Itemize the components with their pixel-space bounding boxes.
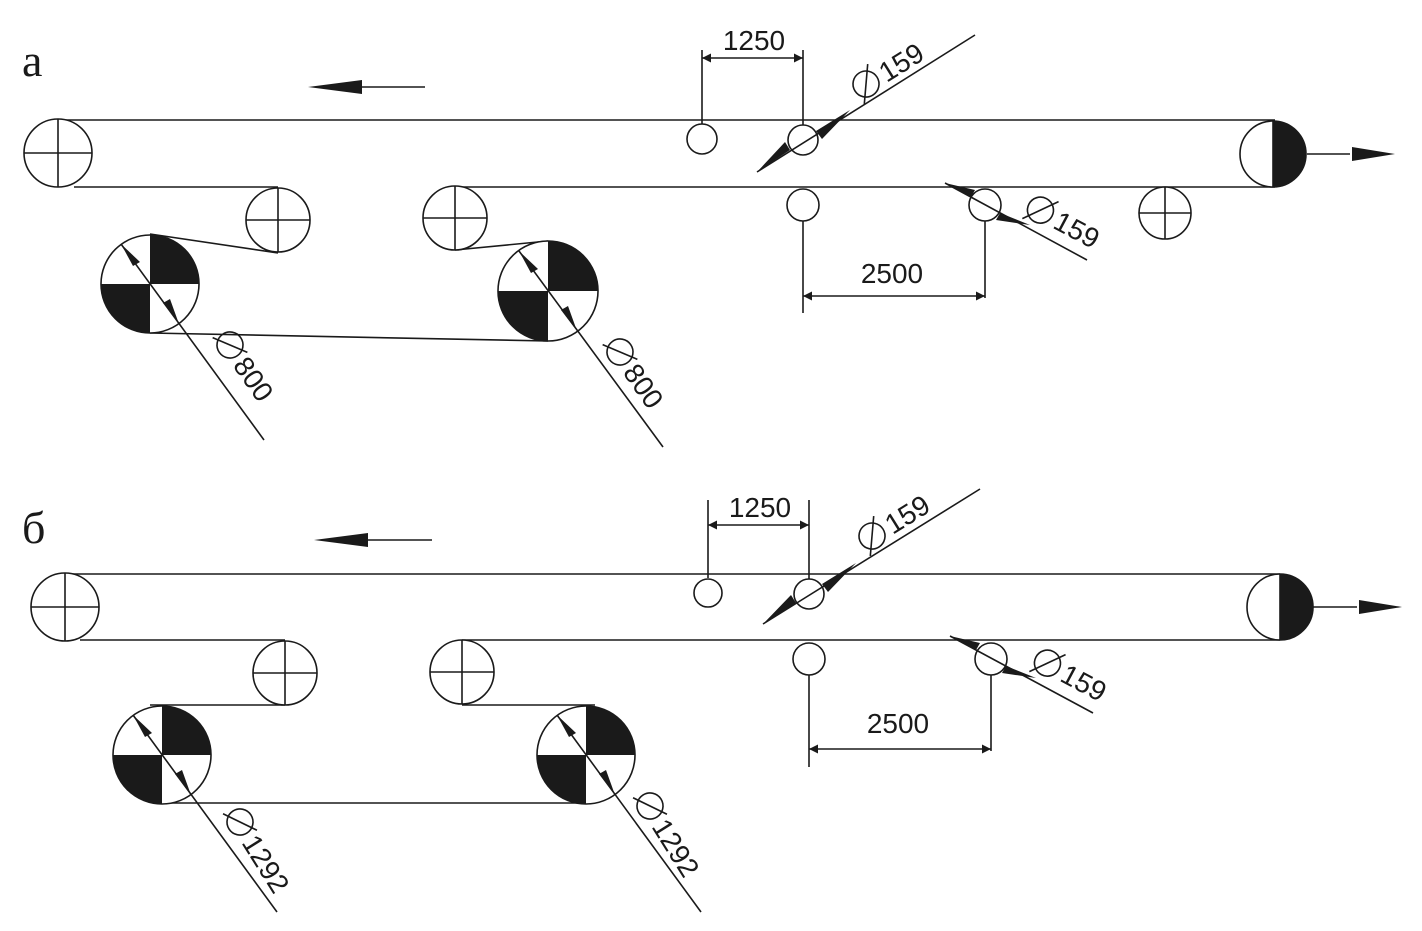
output-arrow-right-b: [1313, 600, 1402, 614]
return-idler-1: [786, 188, 820, 222]
dim-text-159-bottom: 159: [1049, 205, 1105, 254]
head-pulley: [1239, 120, 1307, 188]
belt-path-b: [64, 573, 1280, 804]
snub-pulley-1: [245, 187, 311, 253]
snub-pulley-2: [422, 185, 488, 251]
dimension-diameter-159-bottom-b: 159: [949, 635, 1112, 714]
carrying-idler-1: [686, 123, 718, 155]
dim-text-1250: 1250: [723, 25, 785, 56]
dim-text-159-top-b: 159: [879, 489, 935, 540]
scheme-b-label: б: [22, 502, 45, 553]
carrying-idler-1-b: [693, 578, 723, 608]
dimension-1250: 1250: [701, 25, 804, 125]
scheme-b: б: [22, 488, 1402, 913]
tail-pulley-b: [30, 572, 100, 642]
dimension-2500-b: 2500: [808, 675, 992, 767]
dimension-diameter-159-top: 159: [756, 34, 976, 173]
dim-text-1292-1: 1292: [236, 829, 295, 898]
snub-pulley-1-b: [252, 640, 318, 706]
scheme-a: а: [22, 25, 1395, 448]
dimension-diameter-159-bottom: 159: [944, 182, 1105, 261]
dimension-1250-b: 1250: [707, 492, 810, 579]
return-idler-1-b: [792, 642, 826, 676]
belt-path: [58, 119, 1275, 342]
dim-text-2500: 2500: [861, 258, 923, 289]
dim-text-800-2: 800: [617, 358, 669, 414]
return-idler-2-b: [974, 642, 1008, 676]
belt-direction-arrow-left: [308, 80, 425, 94]
dim-text-1250-b: 1250: [729, 492, 791, 523]
scheme-a-label: а: [22, 35, 42, 86]
dimension-diameter-159-top-b: 159: [762, 488, 981, 625]
return-idler-crossed: [1138, 186, 1192, 240]
dim-text-800-1: 800: [227, 351, 279, 407]
dim-text-159-top: 159: [873, 37, 929, 88]
dim-text-159-bottom-b: 159: [1056, 658, 1112, 707]
dimension-2500: 2500: [802, 221, 986, 313]
head-pulley-b: [1246, 573, 1314, 641]
snub-pulley-2-b: [429, 639, 495, 705]
output-arrow-right: [1307, 147, 1395, 161]
tail-pulley: [23, 118, 93, 188]
dim-text-2500-b: 2500: [867, 708, 929, 739]
belt-direction-arrow-left-b: [314, 533, 432, 547]
carrying-idler-2-b: [793, 578, 825, 610]
